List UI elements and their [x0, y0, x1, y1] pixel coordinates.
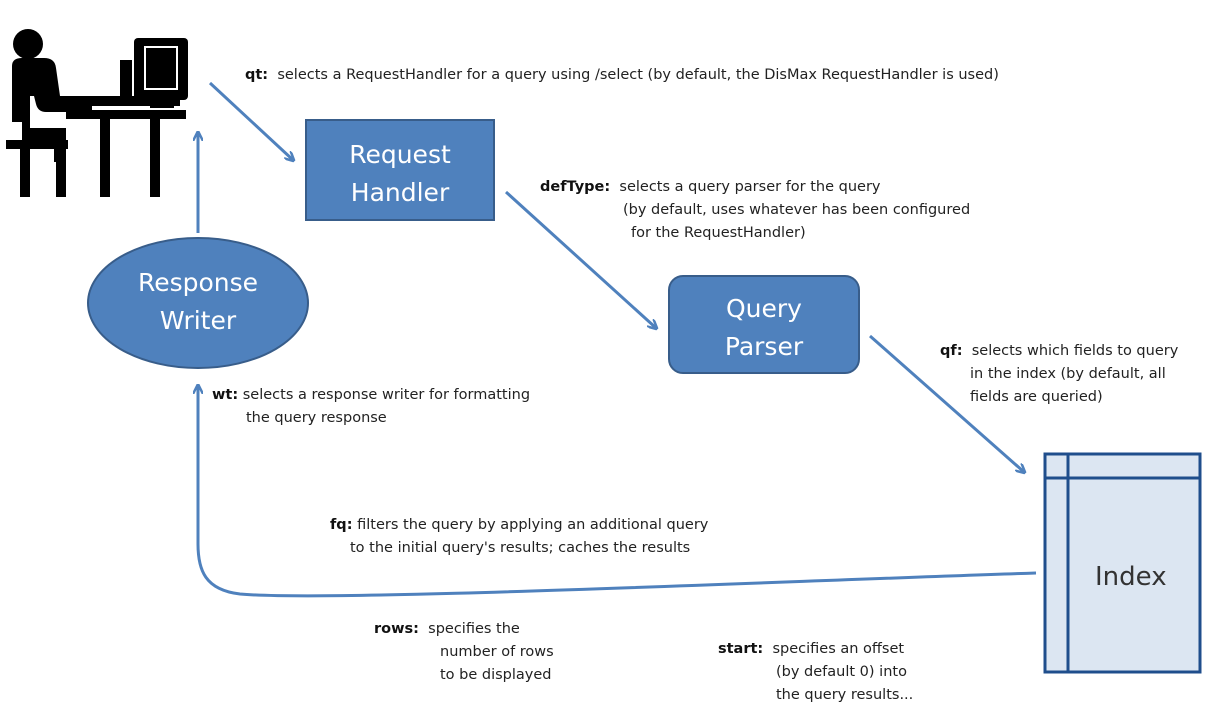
deftype-key: defType: — [540, 179, 611, 195]
index-label: Index — [1095, 562, 1167, 592]
request-handler-box — [305, 119, 495, 221]
qf-line2: in the index (by default, all — [970, 366, 1166, 382]
rows-annotation: rows: specifies the number of rows to be… — [374, 618, 554, 687]
wt-key: wt: — [212, 387, 239, 403]
start-annotation: start: specifies an offset (by default 0… — [718, 638, 913, 707]
response-writer-line1: Response — [137, 268, 259, 297]
deftype-line1: selects a query parser for the query — [619, 179, 881, 195]
deftype-line3: for the RequestHandler) — [631, 225, 806, 241]
request-handler-label: Request Handler — [306, 136, 494, 212]
start-line1: specifies an offset — [772, 641, 905, 657]
fq-line2: to the initial query's results; caches t… — [350, 540, 691, 556]
query-parser-box — [668, 275, 860, 374]
qt-text: selects a RequestHandler for a query usi… — [277, 67, 999, 83]
arrow-request-handler-to-query-parser — [504, 190, 656, 328]
qt-key: qt: — [245, 67, 269, 83]
arrow-query-parser-to-index — [869, 334, 1024, 472]
rows-line3: to be displayed — [440, 667, 552, 683]
index-node — [1043, 452, 1202, 674]
start-line2: (by default 0) into — [776, 664, 907, 680]
deftype-annotation: defType: selects a query parser for the … — [540, 176, 970, 245]
response-writer-node — [87, 237, 309, 369]
fq-annotation: fq: filters the query by applying an add… — [330, 514, 708, 560]
rows-line2: number of rows — [440, 644, 554, 660]
wt-line1: selects a response writer for formatting — [242, 387, 531, 403]
fq-line1: filters the query by applying an additio… — [357, 517, 709, 533]
rows-line1: specifies the — [428, 621, 520, 637]
qf-annotation: qf: selects which fields to query in the… — [940, 340, 1178, 409]
rows-key: rows: — [374, 621, 419, 637]
query-parser-line1: Query — [726, 294, 802, 323]
query-parser-line2: Parser — [724, 332, 804, 361]
start-key: start: — [718, 641, 764, 657]
wt-annotation: wt: selects a response writer for format… — [212, 384, 530, 430]
request-handler-line2: Handler — [350, 178, 450, 207]
response-writer-line2: Writer — [159, 306, 237, 335]
request-handler-line1: Request — [349, 140, 451, 169]
qf-line1: selects which fields to query — [971, 343, 1179, 359]
response-writer-label: Response Writer — [88, 264, 308, 340]
query-parser-label: Query Parser — [669, 290, 859, 366]
deftype-line2: (by default, uses whatever has been conf… — [623, 202, 971, 218]
arrow-index-to-response-writer — [198, 386, 1037, 598]
qt-annotation: qt: selects a RequestHandler for a query… — [245, 64, 999, 87]
arrow-user-to-request-handler — [208, 81, 293, 160]
qf-key: qf: — [940, 343, 963, 359]
fq-key: fq: — [330, 517, 353, 533]
person-at-computer-icon — [6, 29, 188, 197]
qf-line3: fields are queried) — [970, 389, 1103, 405]
wt-line2: the query response — [246, 410, 387, 426]
